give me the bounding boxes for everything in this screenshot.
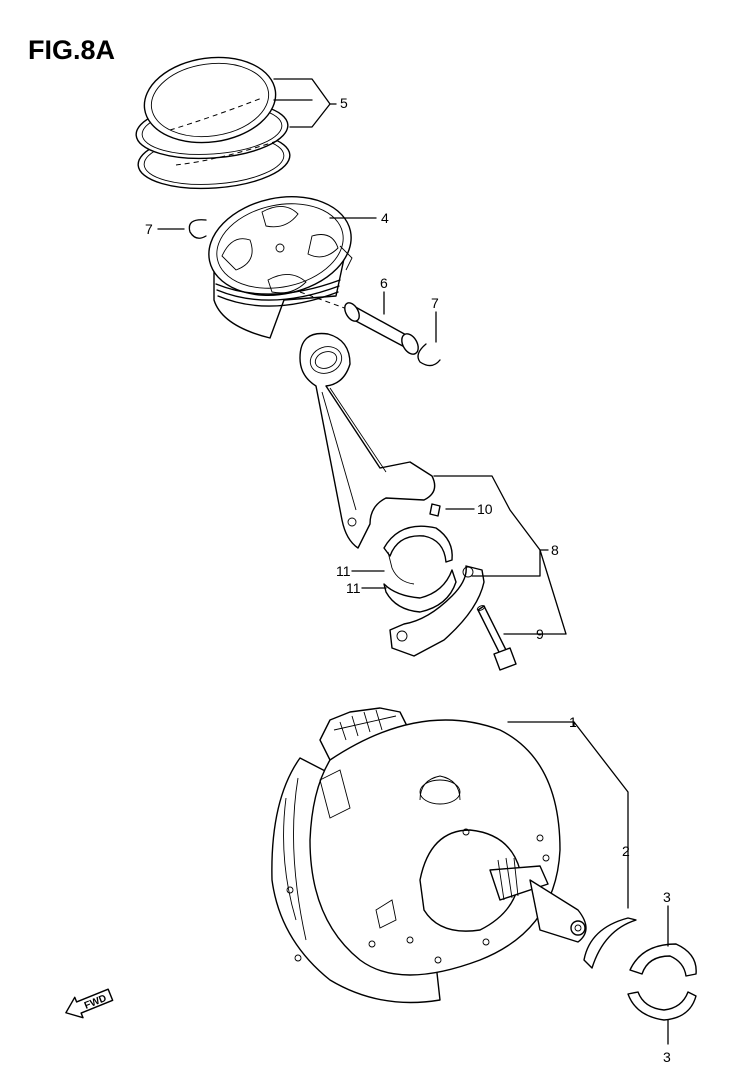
leader-lines [157, 78, 669, 1045]
crank-bearing-upper [629, 943, 697, 977]
piston-rings [135, 56, 291, 190]
piston [208, 196, 353, 339]
figure-title: FIG.8A [28, 35, 115, 65]
crankshaft [271, 707, 587, 1004]
callout-10: 10 [477, 501, 493, 517]
callout-2: 2 [622, 843, 630, 859]
callout-3-upper: 3 [663, 889, 671, 905]
fwd-arrow-icon: FWD [65, 988, 114, 1019]
knock-pin [429, 503, 441, 517]
callout-7-left: 7 [145, 221, 153, 237]
callout-3-lower: 3 [663, 1049, 671, 1065]
callout-11-lower: 11 [346, 580, 361, 596]
callout-1: 1 [569, 714, 577, 730]
fwd-label: FWD [83, 993, 108, 1012]
rod-bolt [476, 605, 517, 671]
callout-7-right: 7 [431, 295, 439, 311]
piston-pin [299, 291, 419, 355]
callout-11-upper: 11 [336, 563, 351, 579]
rod-cap [389, 565, 485, 657]
crank-bearing-lower [627, 991, 697, 1021]
connecting-rod [299, 332, 436, 549]
rod-bearing-lower [383, 569, 457, 613]
thrust-washer [583, 917, 637, 969]
circlip-right [417, 343, 441, 367]
callout-9: 9 [536, 626, 544, 642]
callout-6: 6 [380, 275, 388, 291]
callout-8: 8 [551, 542, 559, 558]
callout-4: 4 [381, 210, 389, 226]
callout-5: 5 [340, 95, 348, 111]
circlip-left [188, 219, 207, 239]
rod-bearing-upper [383, 525, 453, 585]
callouts: 5 4 7 6 7 10 8 11 11 9 1 2 3 3 [145, 95, 671, 1065]
